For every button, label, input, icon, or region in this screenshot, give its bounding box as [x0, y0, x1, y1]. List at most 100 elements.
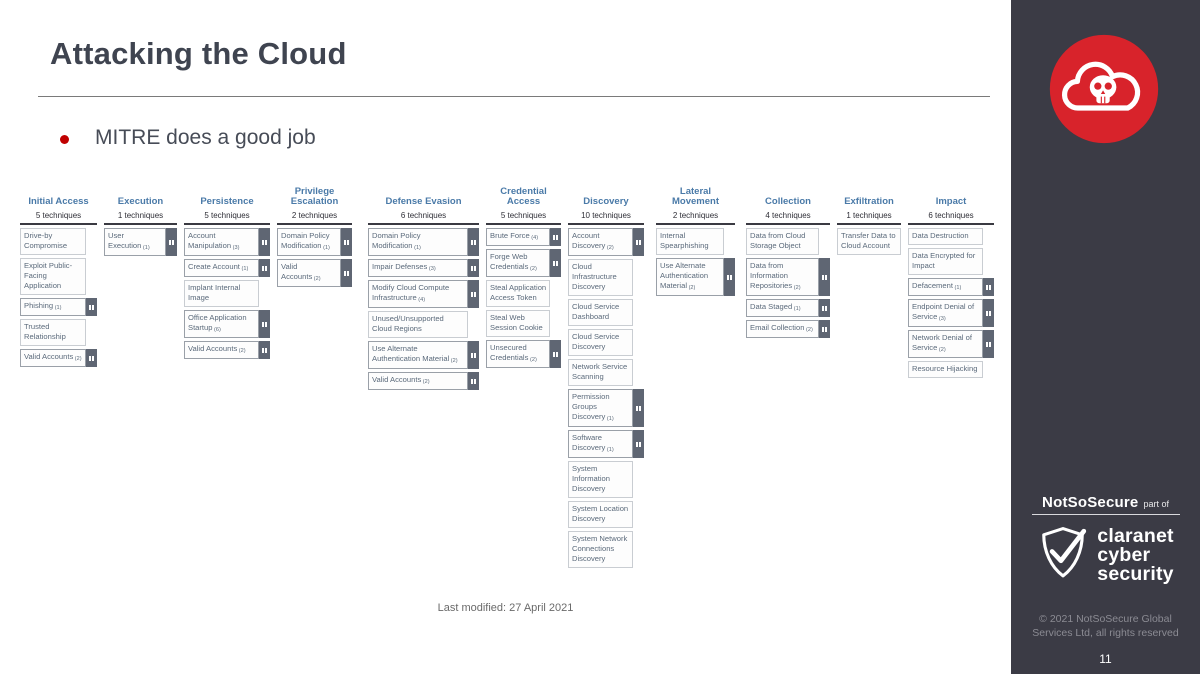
- expand-bars-icon: [89, 304, 95, 310]
- subtechnique-count: (2): [237, 348, 246, 354]
- expand-bars-icon: [344, 270, 350, 276]
- technique-row: Unsecured Credentials (2): [486, 340, 561, 368]
- technique-label: Phishing: [24, 301, 54, 310]
- subtechniques-expand-strip: [259, 310, 270, 338]
- expand-bars-icon: [344, 239, 350, 245]
- technique-cell-office-application-startup: Office Application Startup (6): [184, 310, 259, 338]
- subtechnique-count: (2): [528, 266, 537, 272]
- technique-cell-data-encrypted-for-impact: Data Encrypted for Impact: [908, 248, 983, 275]
- technique-cell-create-account: Create Account (1): [184, 259, 259, 277]
- technique-cell-account-manipulation: Account Manipulation (3): [184, 228, 259, 256]
- technique-cell-steal-web-session-cookie: Steal Web Session Cookie: [486, 310, 550, 337]
- technique-row: Trusted Relationship: [20, 319, 97, 346]
- expand-bars-icon: [553, 260, 559, 266]
- subtechniques-expand-strip: [468, 280, 479, 308]
- expand-bars-icon: [636, 441, 642, 447]
- subtechniques-expand-strip: [86, 298, 97, 316]
- technique-cell-transfer-data-to-cloud-account: Transfer Data to Cloud Account: [837, 228, 901, 255]
- technique-cell-trusted-relationship: Trusted Relationship: [20, 319, 86, 346]
- expand-bars-icon: [471, 378, 477, 384]
- expand-bars-icon: [169, 239, 175, 245]
- subtechniques-expand-strip: [819, 299, 830, 317]
- column-divider: [368, 223, 479, 225]
- claranet-logo: claranet cyber security: [1011, 524, 1200, 587]
- technique-row: Steal Web Session Cookie: [486, 310, 561, 337]
- technique-label: Trusted Relationship: [24, 322, 66, 341]
- technique-cell-permission-groups-discovery: Permission Groups Discovery (1): [568, 389, 633, 427]
- subtechnique-count: (1): [605, 447, 614, 453]
- bullet-text: MITRE does a good job: [95, 126, 316, 149]
- technique-label: System Information Discovery: [572, 464, 610, 493]
- subtechnique-count: (2): [312, 276, 321, 282]
- technique-label: Software Discovery: [572, 433, 606, 452]
- subtechnique-count: (2): [449, 358, 458, 364]
- technique-row: Account Manipulation (3): [184, 228, 270, 256]
- technique-row: Resource Hijacking: [908, 361, 994, 378]
- technique-label: Implant Internal Image: [188, 283, 241, 302]
- technique-cell-use-alternate-authentication-material: Use Alternate Authentication Material (2…: [656, 258, 724, 296]
- column-header: Execution: [117, 196, 164, 207]
- technique-row: Cloud Service Dashboard: [568, 299, 644, 326]
- column-header: Collection: [765, 196, 811, 207]
- technique-label: Defacement: [912, 281, 953, 290]
- column-count: 1 techniques: [117, 211, 164, 220]
- expand-bars-icon: [262, 347, 268, 353]
- technique-label: Email Collection: [750, 323, 805, 332]
- technique-row: Create Account (1): [184, 259, 270, 277]
- expand-bars-icon: [636, 405, 642, 411]
- technique-row: Network Denial of Service (2): [908, 330, 994, 358]
- brand-divider: [1032, 514, 1180, 515]
- technique-row: Phishing (1): [20, 298, 97, 316]
- subtechnique-count: (1): [605, 416, 614, 422]
- technique-label: Use Alternate Authentication Material: [372, 344, 450, 363]
- sidebar: NotSoSecure part of claranet cyber secur…: [1011, 0, 1200, 674]
- column-header: Privilege Escalation: [290, 186, 339, 207]
- claranet-line: claranet: [1097, 525, 1174, 547]
- claranet-line: security: [1097, 563, 1174, 585]
- subtechnique-count: (2): [528, 357, 537, 363]
- column-divider: [277, 223, 352, 225]
- claranet-wordmark: claranet cyber security: [1097, 525, 1174, 585]
- technique-row: Brute Force (4): [486, 228, 561, 246]
- technique-label: Cloud Service Discovery: [572, 332, 620, 351]
- shield-check-icon: [1037, 524, 1089, 587]
- technique-row: Unused/Unsupported Cloud Regions: [368, 311, 479, 338]
- technique-row: Data from Information Repositories (2): [746, 258, 830, 296]
- technique-label: Account Manipulation: [188, 231, 232, 250]
- technique-row: Forge Web Credentials (2): [486, 249, 561, 277]
- subtechniques-expand-strip: [983, 330, 994, 358]
- technique-label: Cloud Service Dashboard: [572, 302, 620, 321]
- expand-bars-icon: [822, 274, 828, 280]
- technique-row: System Network Connections Discovery: [568, 531, 644, 568]
- technique-cell-cloud-infrastructure-discovery: Cloud Infrastructure Discovery: [568, 259, 633, 296]
- subtechnique-count: (1): [321, 245, 330, 251]
- column-divider: [184, 223, 270, 225]
- subtechnique-count: (1): [952, 285, 962, 291]
- technique-label: Valid Accounts: [24, 352, 74, 361]
- brand-suffix: part of: [1143, 499, 1169, 509]
- subtechnique-count: (4): [529, 235, 539, 241]
- technique-row: Data Staged (1): [746, 299, 830, 317]
- subtechnique-count: (3): [937, 316, 946, 322]
- technique-row: Steal Application Access Token: [486, 280, 561, 307]
- subtechnique-count: (4): [416, 297, 426, 303]
- technique-cell-brute-force: Brute Force (4): [486, 228, 550, 246]
- technique-cell-system-network-connections-discovery: System Network Connections Discovery: [568, 531, 633, 568]
- technique-cell-unused-unsupported-cloud-regions: Unused/Unsupported Cloud Regions: [368, 311, 468, 338]
- subtechniques-expand-strip: [724, 258, 735, 296]
- column-count: 1 techniques: [846, 211, 892, 220]
- technique-row: Valid Accounts (2): [368, 372, 479, 390]
- claranet-line: cyber: [1097, 544, 1151, 566]
- copyright-text: © 2021 NotSoSecure Global Services Ltd, …: [1032, 613, 1179, 639]
- column-count: 6 techniques: [400, 211, 447, 220]
- technique-cell-valid-accounts: Valid Accounts (2): [184, 341, 259, 359]
- technique-label: Valid Accounts: [188, 344, 238, 353]
- column-header: Persistence: [200, 196, 254, 207]
- technique-label: Network Denial of Service: [912, 333, 972, 352]
- column-divider: [104, 223, 177, 225]
- technique-row: Transfer Data to Cloud Account: [837, 228, 901, 255]
- subtechniques-expand-strip: [819, 258, 830, 296]
